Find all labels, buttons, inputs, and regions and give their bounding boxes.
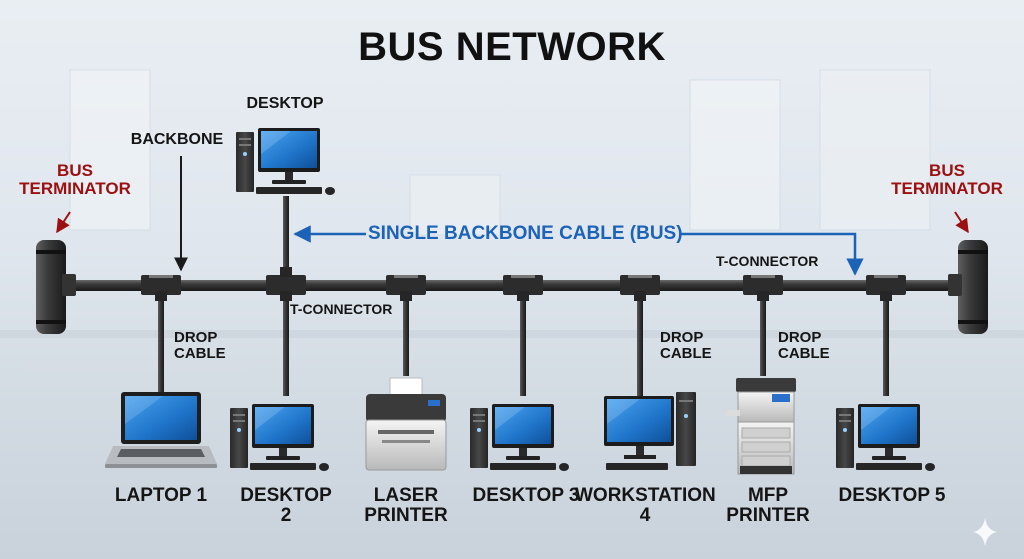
- bus-terminator-label-right: BUS TERMINATOR: [891, 161, 1003, 198]
- bus-terminator-right-icon: [948, 240, 988, 334]
- mfp-printer-icon: [726, 378, 796, 475]
- page-title: BUS NETWORK: [358, 25, 666, 69]
- desktop-top-label: DESKTOP: [246, 95, 324, 112]
- drop-cable-label-right: DROP CABLE: [778, 329, 830, 362]
- desktop-top-icon: [236, 128, 335, 195]
- annotation-arrows: [56, 156, 969, 276]
- sparkle-icon: [973, 518, 997, 546]
- laptop-icon: [105, 392, 217, 468]
- device-label-desktop-3: DESKTOP 3: [472, 485, 580, 506]
- desktop-5-icon: [836, 404, 935, 471]
- device-label-desktop-2: DESKTOP 2: [240, 485, 332, 526]
- laser-printer-icon: [365, 377, 447, 471]
- device-label-mfp-printer: MFP PRINTER: [726, 485, 810, 526]
- desktop-2-icon: [230, 404, 329, 471]
- device-label-workstation-4: WORKSTATION 4: [575, 485, 716, 526]
- background-office: [0, 69, 1024, 370]
- drop-cables: [158, 196, 889, 396]
- desktop-3-icon: [470, 404, 569, 471]
- t-connectors: [141, 267, 906, 301]
- workstation-4-icon: [604, 392, 696, 470]
- bus-terminator-left-icon: [36, 240, 76, 334]
- bus-terminator-label-left: BUS TERMINATOR: [19, 161, 131, 198]
- bus-cable-label: SINGLE BACKBONE CABLE (BUS): [368, 223, 683, 244]
- device-label-laptop-1: LAPTOP 1: [114, 485, 208, 506]
- drop-cable-label-left: DROP CABLE: [174, 329, 226, 362]
- device-label-desktop-5: DESKTOP 5: [838, 485, 946, 506]
- t-connector-label-left: T-CONNECTOR: [290, 301, 393, 317]
- t-connector-label-right: T-CONNECTOR: [716, 253, 819, 269]
- device-label-laser-printer: LASER PRINTER: [364, 485, 448, 526]
- drop-cable-label-mid: DROP CABLE: [660, 329, 712, 362]
- backbone-label: BACKBONE: [130, 131, 224, 148]
